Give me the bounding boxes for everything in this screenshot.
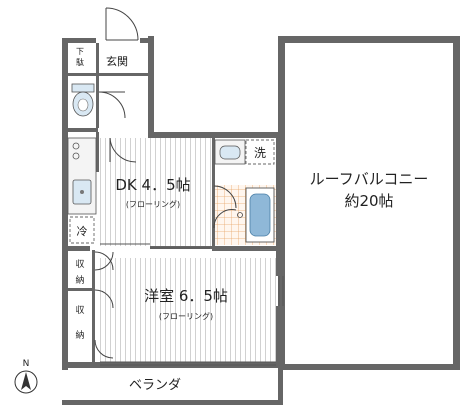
storage1-label-top: 収	[75, 258, 84, 270]
bathtub	[245, 187, 275, 243]
western-room-floor-label: (フローリング)	[159, 311, 213, 321]
western-room-label: 洋室 6．5帖	[144, 287, 228, 305]
getabako-label-top: 下	[76, 47, 84, 56]
fridge-space	[69, 216, 95, 244]
western-room-flooring	[98, 258, 280, 362]
toilet-fixture	[71, 83, 95, 117]
genkan-label: 玄関	[106, 54, 128, 68]
kitchen-counter	[67, 137, 97, 215]
dk-flooring	[98, 138, 212, 246]
dk-floor-label: (フローリング)	[126, 199, 180, 209]
dk-label: DK 4．5帖	[115, 176, 190, 194]
getabako-label-bottom: 駄	[76, 57, 84, 67]
washbasin	[214, 139, 246, 165]
compass-north-label: N	[23, 359, 30, 369]
veranda-area	[68, 368, 278, 400]
storage1-label-bottom: 納	[75, 274, 84, 286]
roof-balcony-label-2: 約20帖	[344, 192, 393, 210]
fridge-label: 冷	[77, 225, 88, 238]
sentaku-box	[249, 143, 271, 161]
bath-drain-icon	[237, 212, 243, 218]
sentaku-label: 洗	[254, 146, 266, 160]
doors	[94, 7, 237, 359]
veranda-label: ベランダ	[129, 378, 181, 393]
roof-balcony-area	[285, 43, 453, 364]
sliding-doors	[100, 243, 284, 366]
storage2-label-bottom: 納	[75, 329, 84, 341]
north-compass-icon: N	[14, 359, 38, 394]
storage2-label-top: 収	[75, 304, 84, 316]
roof-balcony-label-1: ルーフバルコニー	[310, 170, 429, 188]
